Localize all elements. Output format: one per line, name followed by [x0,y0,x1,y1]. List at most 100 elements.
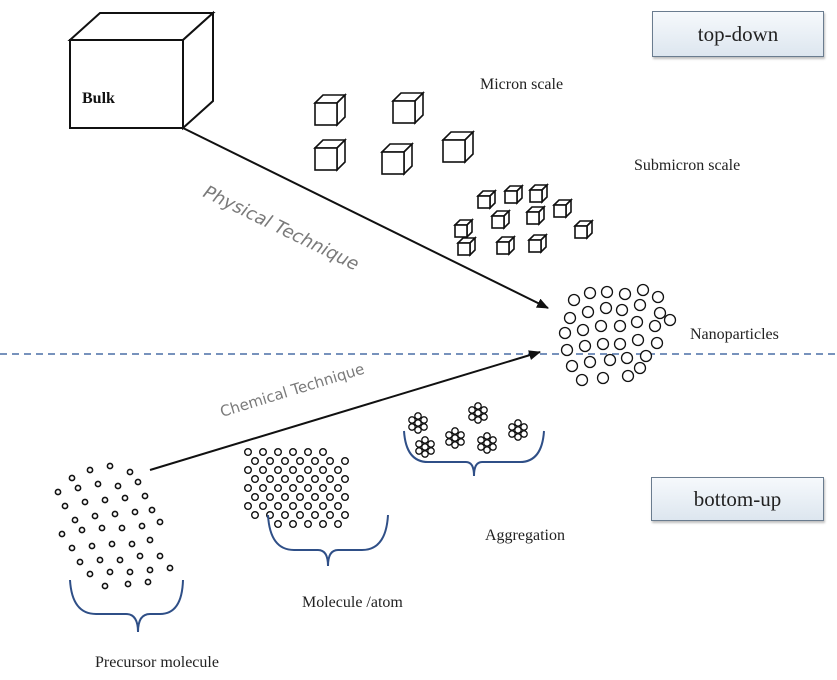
submicron-cube [456,236,477,257]
aggregate-clusters [408,402,528,458]
nanoparticle [650,336,664,350]
aggregation-label: Aggregation [485,527,565,544]
nanoparticle [558,326,572,340]
nanoparticle [631,333,645,347]
nanoparticle [663,313,677,327]
nanoparticle [651,290,665,304]
precursor-molecule [138,522,146,530]
molecule-atom [250,475,259,484]
bottom-up-label: bottom-up [693,486,782,511]
submicron-cube [525,205,546,226]
molecule-atom [266,475,275,484]
micron-scale-label: Micron scale [480,76,564,93]
precursor-molecule-label: Precursor molecule [95,654,219,671]
molecule-atom [319,448,328,457]
molecule-atom [326,457,335,466]
molecule-atom [281,493,290,502]
micron-cubes [313,91,475,176]
aggregation-brace [403,430,545,477]
nanoparticle-circles [558,283,677,387]
molecule-atom [296,493,305,502]
molecule-atom [334,520,343,529]
nanoparticle [596,337,610,351]
precursor-molecule [81,498,89,506]
precursor-molecule [124,580,132,588]
precursor-molecule [111,510,119,518]
bottom-up-box: bottom-up [651,477,824,521]
molecule-atom [304,520,313,529]
precursor-molecule [114,482,122,490]
molecule-atom [259,448,268,457]
molecule-atom [250,511,259,520]
precursor-molecule [146,566,154,574]
nanoparticle [567,293,581,307]
submicron-cube [495,235,516,256]
molecule-atom [326,493,335,502]
physical-technique-arrow [182,127,549,309]
precursor-molecule [68,544,76,552]
nanoparticle [648,319,662,333]
precursor-molecule [121,494,129,502]
molecule-atom [304,466,313,475]
aggregate-cluster [415,436,435,458]
molecule-atom [319,484,328,493]
aggregate-cluster [508,419,528,441]
molecule-atom [250,493,259,502]
precursor-molecule [96,556,104,564]
submicron-cube [503,184,524,205]
molecule-atom [319,520,328,529]
molecule-atom [289,520,298,529]
precursor-molecule [86,466,94,474]
molecule-atom [266,493,275,502]
submicron-cube [453,218,474,239]
submicron-cube [476,189,497,210]
nanoparticle [600,285,614,299]
molecule-atom [281,457,290,466]
molecule-atom [243,448,252,457]
molecule-atom [243,502,252,511]
bulk-label: Bulk [82,90,115,107]
submicron-cube [490,209,511,230]
molecule-atom [289,502,298,511]
molecule-atom [319,466,328,475]
precursor-molecule [68,474,76,482]
nanoparticle [581,305,595,319]
precursor-molecule [134,478,142,486]
molecule-atom [304,484,313,493]
nanoparticle [565,359,579,373]
nanoparticle [633,361,647,375]
molecule-atom [304,502,313,511]
molecule-atom [311,457,320,466]
molecule-atom [311,493,320,502]
precursor-molecule [131,508,139,516]
molecule-atom [326,475,335,484]
aggregate-cluster [468,402,488,424]
submicron-scale-label: Submicron scale [634,157,741,174]
nanoparticle [633,298,647,312]
precursor-molecule [126,468,134,476]
molecule-atom [296,511,305,520]
molecule-atom [289,484,298,493]
micron-cube [380,142,414,176]
molecule-atom [341,511,350,520]
precursor-molecule [118,524,126,532]
molecule-atom [259,502,268,511]
nanoparticle [613,337,627,351]
precursor-molecule [156,552,164,560]
precursor-molecule [146,536,154,544]
molecule-atom [341,457,350,466]
submicron-cubes [453,183,594,257]
micron-cube [313,93,347,127]
molecule-dots [243,448,350,529]
molecule-atom [281,511,290,520]
nanoparticle [594,319,608,333]
molecule-atom [274,520,283,529]
precursor-dots [54,462,174,590]
precursor-molecule [61,502,69,510]
micron-cube [313,138,347,172]
precursor-molecule [94,480,102,488]
precursor-molecule [98,524,106,532]
chemical-technique-arrow [149,350,541,471]
